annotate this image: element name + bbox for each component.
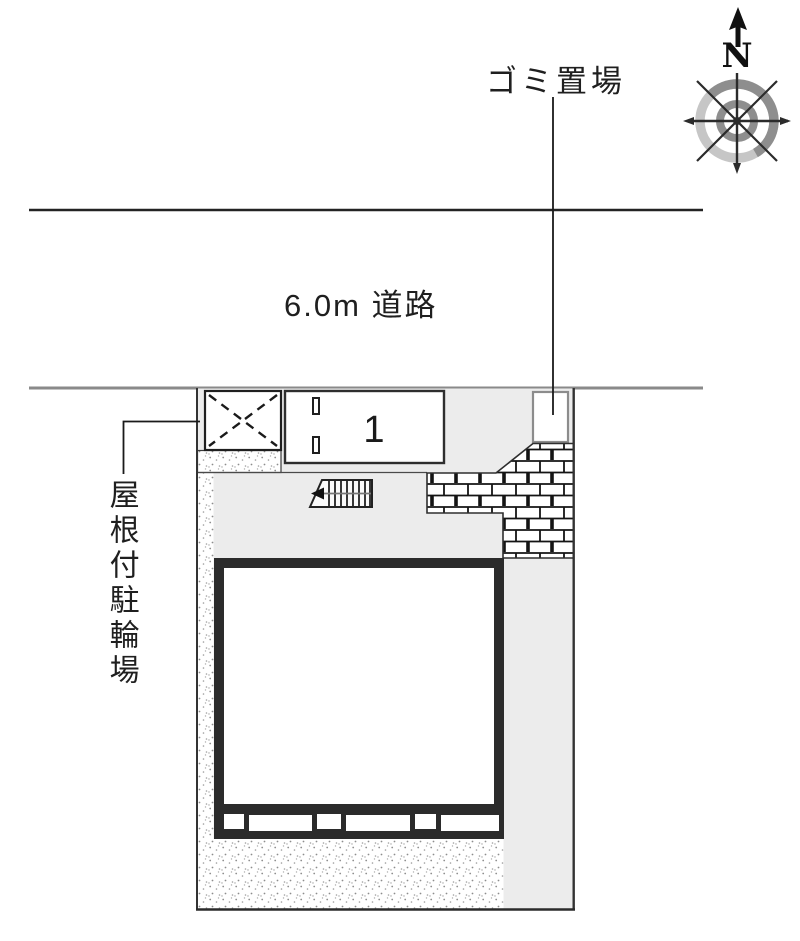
compass-north-label: N bbox=[721, 36, 752, 76]
stairs-icon bbox=[308, 479, 373, 508]
stairs-arrow-icon bbox=[311, 487, 324, 500]
building-south-wall bbox=[214, 804, 504, 814]
ground-texture-band bbox=[196, 449, 282, 474]
garbage-box bbox=[531, 390, 570, 444]
building-entrance-bays bbox=[244, 810, 504, 836]
parking-space-1: 1 bbox=[283, 389, 446, 465]
garbage-area-label: ゴミ置場 bbox=[486, 64, 626, 99]
x-cross-icon bbox=[208, 394, 278, 447]
bicycle-parking-leader-line bbox=[122, 420, 200, 474]
compass-center-dot bbox=[733, 117, 741, 125]
compass-icon: N bbox=[683, 7, 791, 174]
parking-space-number: 1 bbox=[363, 409, 384, 451]
north-arrow-icon bbox=[729, 7, 747, 47]
road-width-label: 6.0m 道路 bbox=[284, 288, 438, 323]
ground-texture-left-strip bbox=[197, 473, 214, 909]
ground-texture-bottom bbox=[197, 839, 504, 909]
stall-marker-bottom bbox=[312, 436, 320, 454]
covered-bicycle-parking-label: 屋根付駐輪場 bbox=[104, 479, 138, 689]
building-outline bbox=[214, 558, 504, 839]
stall-marker-top bbox=[312, 397, 320, 415]
bicycle-parking-box bbox=[203, 389, 283, 452]
compass-outer-ring-shade bbox=[707, 79, 779, 158]
